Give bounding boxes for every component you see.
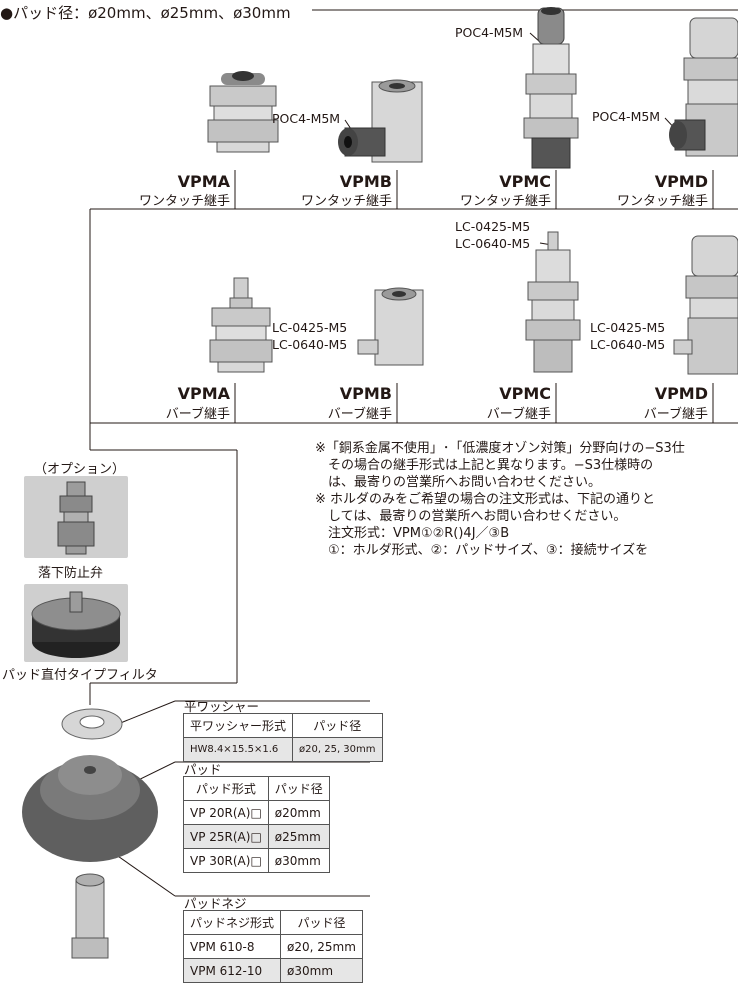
- row2-vpmc-type: バーブ継手: [486, 407, 551, 422]
- table-row: ø30mm: [267, 848, 330, 873]
- vpmc-onetouch-illustration: [523, 7, 579, 169]
- row1-vpmd-type: ワンタッチ継手: [616, 194, 708, 209]
- row1-vpmc-code: VPMC: [499, 172, 551, 191]
- row2-vpmc-callout-1: LC-0425-M5: [455, 219, 531, 234]
- washer-cell-model: HW8.4×15.5×1.6: [182, 737, 294, 762]
- table-row: VPM 612-10: [182, 958, 282, 983]
- washer-table: 平ワッシャー形式 パッド径 HW8.4×15.5×1.6 ø20, 25, 30…: [182, 713, 383, 762]
- pad-filter-photo: [24, 584, 128, 662]
- pad-illustration: [22, 755, 158, 862]
- row1-vpmc-callout: POC4-M5M: [455, 25, 524, 40]
- table-row: VP 25R(A)□: [183, 824, 269, 849]
- vpmb-onetouch-illustration: [338, 79, 423, 163]
- row1-vpmb-type: ワンタッチ継手: [300, 194, 392, 209]
- fall-prevention-valve-photo: [24, 476, 128, 558]
- vpma-onetouch-illustration: [207, 71, 279, 153]
- pad-title: パッド: [184, 762, 222, 777]
- table-row: ø20, 25mm: [280, 934, 363, 959]
- table-row: VP 20R(A)□: [183, 800, 269, 825]
- note-line: ※「銅系金属不使用」･「低濃度オゾン対策」分野向けの−S3仕: [315, 441, 685, 456]
- row2-vpmb-callout-2: LC-0640-M5: [272, 337, 348, 352]
- washer-cell-diameter: ø20, 25, 30mm: [292, 737, 383, 762]
- washer-header-model: 平ワッシャー形式: [182, 713, 294, 738]
- table-row: ø25mm: [267, 824, 330, 849]
- vpmb-barb-illustration: [357, 287, 424, 366]
- row1-vpma-type: ワンタッチ継手: [138, 194, 230, 209]
- row2-vpmd-code: VPMD: [654, 384, 708, 403]
- row2-vpmb-type: バーブ継手: [327, 407, 392, 422]
- row1-vpmd-code: VPMD: [654, 172, 708, 191]
- screw-table: パッドネジ形式 パッド径 VPM 610-8 ø20, 25mm VPM 612…: [182, 910, 363, 983]
- note-line: は、最寄りの営業所へお問い合わせください。: [315, 475, 602, 490]
- pad-table: パッド形式 パッド径 VP 20R(A)□ ø20mm VP 25R(A)□ ø…: [183, 776, 330, 873]
- row2-vpmd-callout-2: LC-0640-M5: [590, 337, 666, 352]
- note-line: その場合の継手形式は上記と異なります。−S3仕様時の: [315, 458, 654, 473]
- row1-vpmc-type: ワンタッチ継手: [459, 194, 551, 209]
- pad-filter-label: パッド直付タイプフィルタ: [2, 668, 158, 683]
- pad-header-diameter: パッド径: [267, 776, 330, 801]
- vpma-barb-illustration: [209, 277, 273, 373]
- row1-vpmb-callout: POC4-M5M: [272, 111, 341, 126]
- row1-vpmd-callout: POC4-M5M: [592, 109, 661, 124]
- row1-vpmb-code: VPMB: [339, 172, 392, 191]
- table-row: VPM 610-8: [182, 934, 282, 959]
- notes-block: ※「銅系金属不使用」･「低濃度オゾン対策」分野向けの−S3仕 その場合の継手形式…: [315, 440, 685, 559]
- washer-header-diameter: パッド径: [292, 713, 383, 738]
- pad-screw-illustration: [71, 873, 109, 959]
- row2-vpma-code: VPMA: [177, 384, 230, 403]
- screw-header-diameter: パッド径: [280, 910, 363, 935]
- row2-vpma-type: バーブ継手: [165, 407, 230, 422]
- note-line: しては、最寄りの営業所へお問い合わせください。: [315, 509, 627, 524]
- row2-vpmd-callout-1: LC-0425-M5: [590, 320, 666, 335]
- screw-title: パッドネジ: [184, 896, 247, 911]
- page-heading: ●パッド径：ø20mm、ø25mm、ø30mm: [0, 4, 291, 22]
- table-row: VP 30R(A)□: [183, 848, 269, 873]
- options-label: （オプション）: [34, 462, 126, 477]
- pad-header-model: パッド形式: [183, 776, 269, 801]
- row2-vpmb-callout-1: LC-0425-M5: [272, 320, 348, 335]
- screw-header-model: パッドネジ形式: [182, 910, 282, 935]
- note-line: ①：ホルダ形式、②：パッドサイズ、③：接続サイズを: [315, 543, 649, 558]
- note-line: 注文形式：VPM①②R()4J／③B: [315, 526, 510, 541]
- washer-illustration: [61, 708, 123, 740]
- table-row: ø30mm: [280, 958, 363, 983]
- vpmc-barb-illustration: [525, 231, 581, 373]
- table-row: ø20mm: [267, 800, 330, 825]
- row2-vpmc-callout-2: LC-0640-M5: [455, 236, 531, 251]
- row2-vpmb-code: VPMB: [339, 384, 392, 403]
- row2-vpmc-code: VPMC: [499, 384, 551, 403]
- washer-title: 平ワッシャー: [184, 699, 260, 714]
- note-line: ※ ホルダのみをご希望の場合の注文形式は、下記の通りと: [315, 492, 656, 507]
- fall-prevention-valve-label: 落下防止弁: [38, 566, 104, 581]
- vpmd-onetouch-illustration: [669, 17, 738, 157]
- row2-vpmd-type: バーブ継手: [643, 407, 708, 422]
- vpmd-barb-illustration: [673, 235, 738, 375]
- row1-vpma-code: VPMA: [177, 172, 230, 191]
